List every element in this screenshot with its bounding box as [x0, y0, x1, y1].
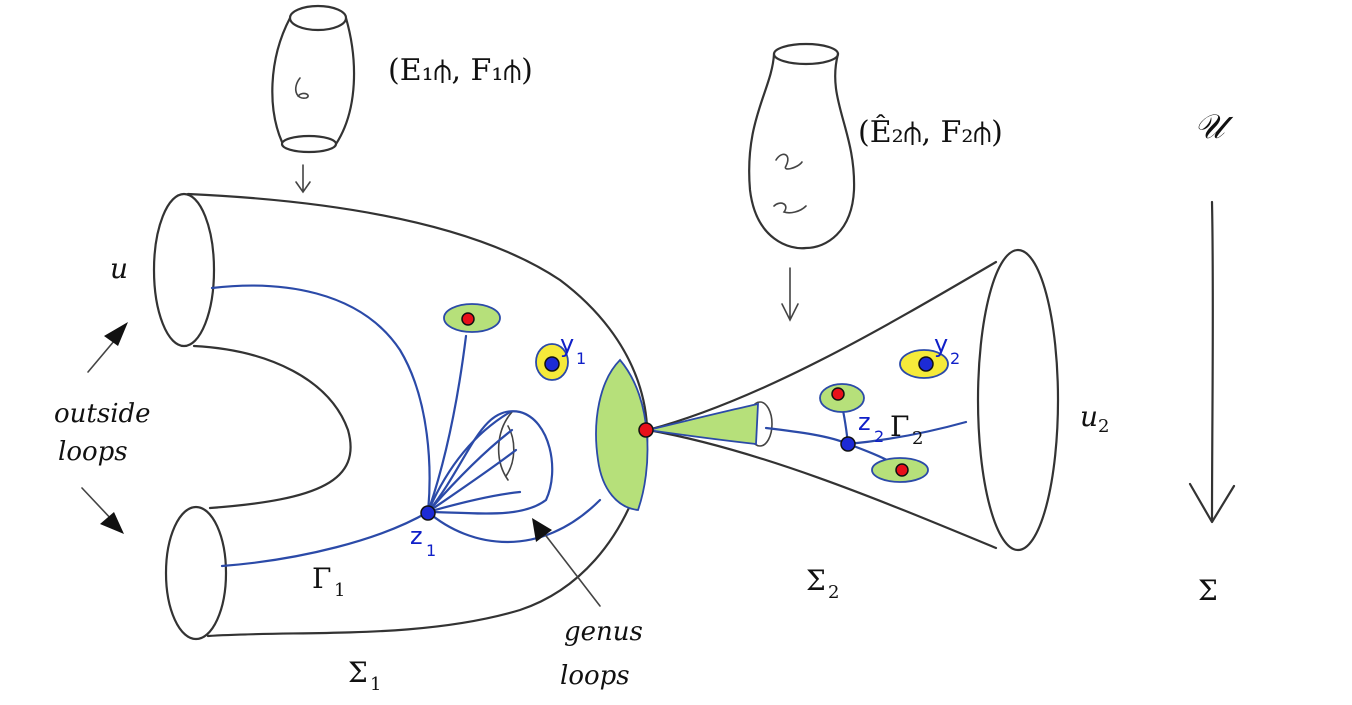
- cylinder-e1-sketch: [271, 4, 356, 194]
- red-marked-point-lower: [895, 463, 909, 477]
- outside-loops-label-line2: loops: [58, 437, 128, 467]
- svg-text:1: 1: [576, 349, 586, 368]
- gamma1-graph: [210, 284, 602, 568]
- svg-text:Σ: Σ: [806, 564, 826, 597]
- svg-text:2: 2: [874, 427, 884, 446]
- svg-text:1: 1: [426, 541, 436, 560]
- svg-text:2: 2: [950, 349, 960, 368]
- red-marked-point-mid: [831, 387, 845, 401]
- genus-loops-label-line1: genus: [564, 617, 643, 647]
- svg-text:Γ: Γ: [890, 410, 909, 443]
- svg-text:Σ: Σ: [348, 656, 368, 689]
- z2-point: [840, 436, 856, 452]
- y2-label: y 2: [934, 330, 960, 368]
- svg-text:2: 2: [912, 428, 923, 449]
- node-point: [638, 422, 654, 438]
- svg-text:1: 1: [334, 580, 345, 601]
- y1-point: [544, 356, 560, 372]
- genus-loops-arrow: [532, 518, 601, 607]
- outside-loops-arrows: [81, 322, 128, 534]
- svg-text:y: y: [934, 330, 948, 358]
- svg-text:z: z: [858, 408, 871, 436]
- u2-label: u 2: [1080, 400, 1109, 437]
- genus-handle: [497, 411, 515, 481]
- script-u-label: 𝒰: [1194, 107, 1234, 147]
- gamma2-label: Γ 2: [890, 410, 923, 449]
- u-label: u: [110, 252, 128, 285]
- svg-text:Γ: Γ: [312, 562, 331, 595]
- svg-text:2: 2: [828, 582, 839, 603]
- pair-label-e1-f1: (E₁⫛, F₁⫛): [388, 53, 533, 88]
- svg-text:1: 1: [370, 674, 381, 695]
- svg-text:z: z: [410, 522, 423, 550]
- pair-label-e2-f2: (Ê₂⫛, F₂⫛): [858, 114, 1003, 150]
- z1-label: z 1: [410, 522, 436, 560]
- svg-text:u: u: [1080, 400, 1098, 433]
- sigma1-label: Σ 1: [348, 656, 381, 695]
- genus-loops-label-line2: loops: [560, 661, 630, 691]
- y2-point: [918, 356, 934, 372]
- projection-arrow: [1188, 200, 1236, 524]
- gamma1-label: Γ 1: [312, 562, 345, 601]
- node-disk-left: [595, 358, 649, 511]
- z1-point: [420, 505, 436, 521]
- svg-text:2: 2: [1098, 416, 1109, 437]
- red-marked-point-upper: [461, 312, 475, 326]
- sigma2-label: Σ 2: [806, 564, 839, 603]
- sigma-label: Σ: [1198, 574, 1218, 607]
- svg-text:y: y: [560, 330, 574, 358]
- node-disk-right: [647, 402, 759, 446]
- y1-label: y 1: [560, 330, 586, 368]
- bottle-e2-sketch: [748, 42, 856, 322]
- z2-label: z 2: [858, 408, 884, 446]
- outside-loops-label-line1: outside: [54, 399, 151, 429]
